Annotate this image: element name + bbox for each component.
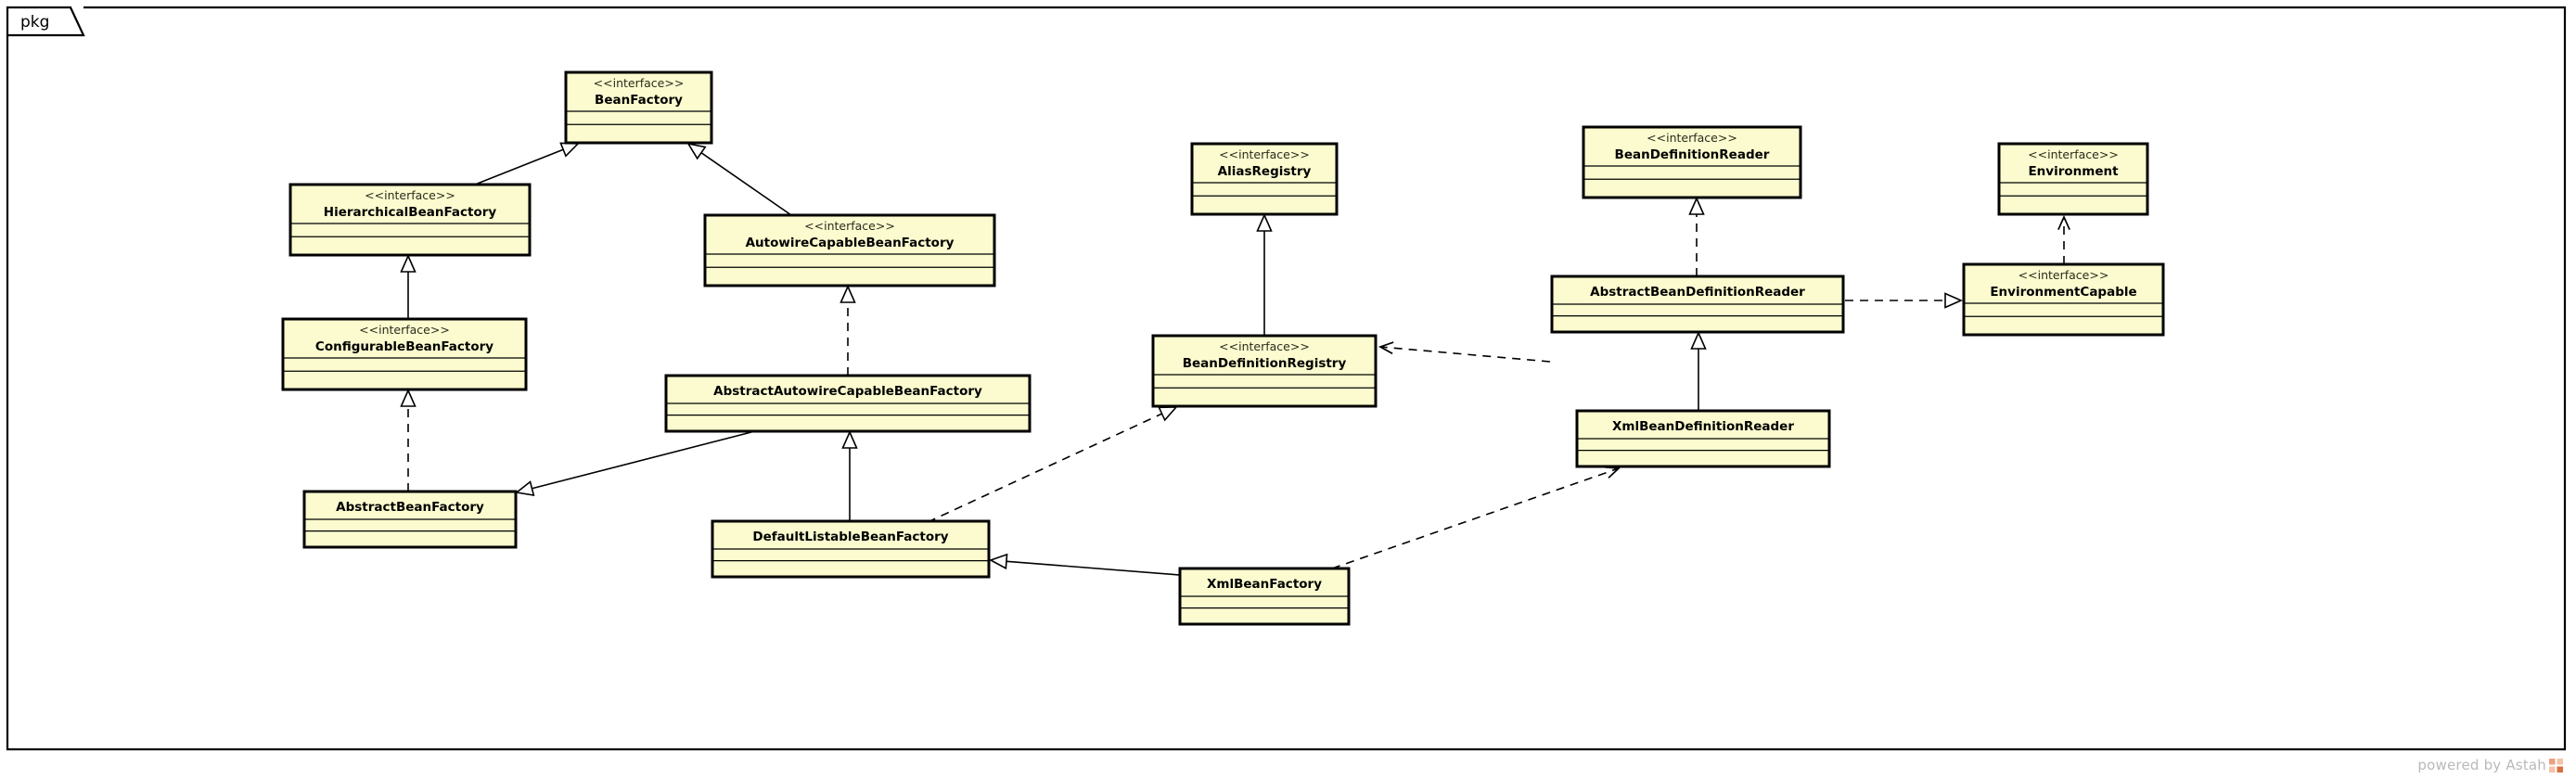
beandefinitionregistry-extends-aliasregistry-arrowhead-icon (1256, 213, 1273, 232)
relationship-generalization[interactable] (515, 431, 752, 497)
class-node-box (564, 70, 713, 145)
relationship-generalization[interactable] (686, 142, 792, 216)
relationship-layer (400, 142, 2070, 576)
class-name-label: BeanDefinitionRegistry (1183, 356, 1347, 371)
package-frame: pkg (6, 6, 2567, 751)
class-node-EnvironmentCapable[interactable]: <<interface>> EnvironmentCapable (1962, 262, 2165, 337)
class-node-box (281, 317, 528, 391)
class-name-label: AliasRegistry (1218, 164, 1312, 179)
class-node-BeanFactory[interactable]: <<interface>> BeanFactory (564, 70, 713, 145)
package-frame-tab (6, 6, 85, 37)
xmlbeanfactory-extends-defaultlistable-arrowhead-icon (989, 553, 1008, 570)
xmlbeanfactory-depends-xmlbeandefinitionreader (1331, 467, 1620, 569)
class-node-Environment[interactable]: <<interface>> Environment (1997, 142, 2149, 216)
class-node-DefaultListableBeanFactory[interactable]: DefaultListableBeanFactory (711, 519, 991, 579)
class-stereotype-label: <<interface>> (365, 188, 455, 202)
relationship-dependency[interactable] (1378, 341, 1551, 363)
package-frame-border (6, 6, 2567, 751)
class-name-label: BeanFactory (595, 93, 683, 108)
astah-logo-icon (2549, 758, 2563, 773)
class-stereotype-label: <<interface>> (359, 323, 450, 337)
relationship-dependency[interactable] (1331, 466, 1621, 569)
class-stereotype-label: <<interface>> (1219, 147, 1310, 161)
relationship-realization[interactable] (1845, 292, 1963, 309)
autowirecapable-extends-beanfactory (700, 152, 792, 216)
astah-watermark: powered by Astah (2417, 757, 2563, 773)
class-name-label: HierarchicalBeanFactory (324, 205, 497, 220)
watermark-label: powered by Astah (2417, 757, 2546, 773)
xmlbeandefinitionreader-extends-abstractbeandefinitionreader-arrowhead-icon (1690, 331, 1707, 350)
abstractbeanfactory-realizes-configurable-arrowhead-icon (400, 389, 417, 407)
relationship-generalization[interactable] (400, 254, 417, 319)
class-node-box (1997, 142, 2149, 216)
class-name-label: AbstractBeanFactory (336, 500, 484, 515)
class-name-label: XmlBeanFactory (1207, 577, 1322, 592)
class-stereotype-label: <<interface>> (2028, 147, 2119, 161)
hierarchical-extends-beanfactory (474, 148, 564, 185)
class-stereotype-label: <<interface>> (2019, 268, 2109, 282)
class-node-AbstractAutowireCapableBeanFactory[interactable]: AbstractAutowireCapableBeanFactory (664, 374, 1032, 433)
relationship-generalization[interactable] (474, 142, 580, 185)
class-name-label: DefaultListableBeanFactory (752, 530, 948, 544)
relationship-generalization[interactable] (1256, 213, 1273, 336)
class-node-AliasRegistry[interactable]: <<interface>> AliasRegistry (1190, 142, 1339, 216)
xmlbeanfactory-extends-defaultlistable (1006, 560, 1181, 576)
abstractautowire-extends-abstractbeanfactory (532, 431, 752, 490)
class-name-label: ConfigurableBeanFactory (315, 339, 493, 354)
relationship-dependency[interactable] (2057, 214, 2070, 264)
relationship-generalization[interactable] (841, 430, 858, 521)
class-node-AutowireCapableBeanFactory[interactable]: <<interface>> AutowireCapableBeanFactory (703, 213, 996, 287)
class-node-XmlBeanFactory[interactable]: XmlBeanFactory (1178, 567, 1351, 626)
defaultlistable-extends-abstractautowire-arrowhead-icon (841, 430, 858, 449)
class-name-label: EnvironmentCapable (1990, 285, 2136, 300)
hierarchical-extends-beanfactory-arrowhead-icon (559, 142, 580, 158)
class-node-AbstractBeanFactory[interactable]: AbstractBeanFactory (302, 490, 518, 549)
abstractbeandefinitionreader-depends-beandefinitionregistry (1379, 346, 1551, 363)
class-node-HierarchicalBeanFactory[interactable]: <<interface>> HierarchicalBeanFactory (288, 183, 532, 257)
class-name-label: Environment (2028, 164, 2119, 179)
defaultlistable-realizes-beandefinitionregistry (927, 413, 1162, 523)
package-frame-label: pkg (20, 13, 49, 32)
class-node-XmlBeanDefinitionReader[interactable]: XmlBeanDefinitionReader (1575, 409, 1831, 468)
relationship-generalization[interactable] (1690, 331, 1707, 411)
abstractbeandefinitionreader-realizes-beandefinitionreader-arrowhead-icon (1688, 197, 1705, 215)
class-node-BeanDefinitionReader[interactable]: <<interface>> BeanDefinitionReader (1582, 125, 1802, 199)
class-node-box (703, 213, 996, 287)
class-node-box (1190, 142, 1339, 216)
relationship-realization[interactable] (1688, 197, 1705, 276)
class-name-label: AutowireCapableBeanFactory (746, 236, 955, 250)
abstractautowire-realizes-autowirecapable-arrowhead-icon (839, 285, 856, 303)
relationship-realization[interactable] (839, 285, 856, 376)
abstractautowire-extends-abstractbeanfactory-arrowhead-icon (515, 480, 535, 497)
configurable-extends-hierarchical-arrowhead-icon (400, 254, 417, 273)
class-stereotype-label: <<interface>> (804, 219, 895, 233)
class-node-box (1582, 125, 1802, 199)
class-stereotype-label: <<interface>> (1219, 339, 1310, 353)
class-node-box (1962, 262, 2165, 337)
class-name-label: XmlBeanDefinitionReader (1612, 419, 1794, 434)
class-name-label: AbstractBeanDefinitionReader (1590, 285, 1805, 300)
class-node-layer: <<interface>> BeanFactory <<interface>> Hie… (281, 70, 2165, 626)
class-node-box (1151, 334, 1378, 408)
class-node-AbstractBeanDefinitionReader[interactable]: AbstractBeanDefinitionReader (1550, 275, 1845, 334)
class-stereotype-label: <<interface>> (594, 76, 685, 90)
relationship-generalization[interactable] (989, 553, 1181, 576)
class-stereotype-label: <<interface>> (1647, 131, 1737, 145)
class-node-BeanDefinitionRegistry[interactable]: <<interface>> BeanDefinitionRegistry (1151, 334, 1378, 408)
class-name-label: AbstractAutowireCapableBeanFactory (713, 384, 982, 399)
abstractbeandefinitionreader-realizes-environmentcapable-arrowhead-icon (1944, 292, 1963, 309)
class-node-ConfigurableBeanFactory[interactable]: <<interface>> ConfigurableBeanFactory (281, 317, 528, 391)
relationship-realization[interactable] (400, 389, 417, 492)
class-name-label: BeanDefinitionReader (1615, 147, 1770, 162)
autowirecapable-extends-beanfactory-arrowhead-icon (686, 142, 707, 160)
class-node-box (288, 183, 532, 257)
